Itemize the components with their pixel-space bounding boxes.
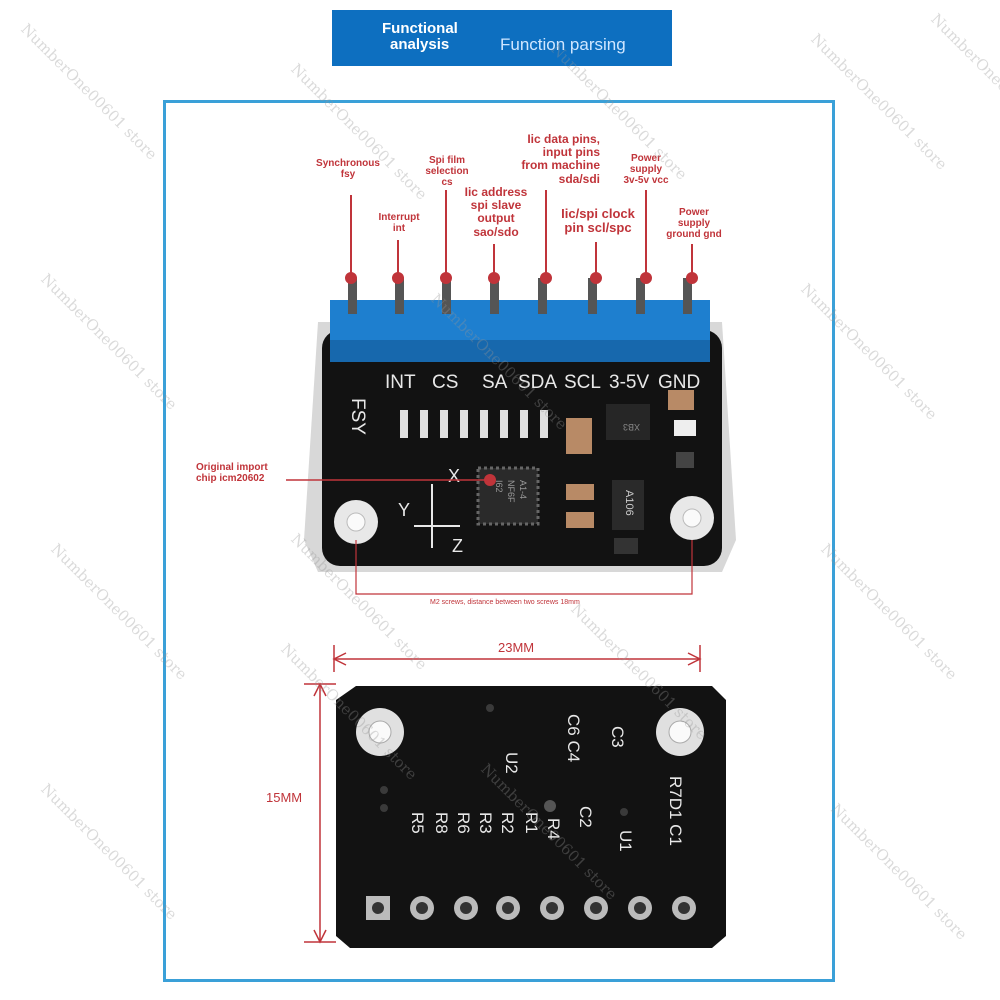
label-scl: Iic/spi clock pin scl/spc bbox=[561, 206, 635, 236]
header-title-line2: analysis bbox=[390, 36, 450, 53]
label-fsy: Synchronous fsy bbox=[316, 158, 380, 180]
dimension-arrows bbox=[304, 645, 702, 944]
screw-note: M2 screws, distance between two screws 1… bbox=[430, 599, 580, 606]
front-board: FSY INT CS SA SDA SCL 3-5V GND XB3 I62 N… bbox=[304, 278, 736, 572]
silk-gnd: GND bbox=[658, 372, 700, 393]
front-silkscreen: FSY INT CS SA SDA SCL 3-5V GND bbox=[347, 372, 700, 435]
svg-text:R4: R4 bbox=[544, 818, 563, 840]
label-sda: Iic data pins, input pins from machine s… bbox=[521, 132, 600, 186]
led bbox=[674, 420, 696, 436]
regulator-chip bbox=[606, 404, 650, 440]
svg-text:U1: U1 bbox=[616, 830, 635, 852]
svg-text:R5: R5 bbox=[408, 812, 427, 834]
label-int: Interrupt int bbox=[378, 212, 420, 234]
silk-int: INT bbox=[385, 372, 416, 393]
pin-leader-lines bbox=[286, 190, 698, 595]
pin-row bbox=[348, 278, 692, 314]
axis-z: Z bbox=[452, 536, 463, 556]
silk-sa: SA bbox=[482, 372, 508, 393]
svg-text:R8: R8 bbox=[432, 812, 451, 834]
header-title-line1: Functional bbox=[382, 20, 458, 37]
label-cs: Spi film selection cs bbox=[425, 155, 469, 188]
svg-text:R2: R2 bbox=[498, 812, 517, 834]
back-pins bbox=[366, 896, 696, 920]
label-vcc: Power supply 3v-5v vcc bbox=[623, 153, 669, 186]
svg-text:XB3: XB3 bbox=[623, 422, 640, 432]
axis-y: Y bbox=[398, 500, 410, 520]
label-gnd: Power supply ground gnd bbox=[666, 207, 722, 240]
back-board: C6 C4 C3 U2 R7D1 C1 R4 C2 U1 R5 R8 R6 R3… bbox=[336, 686, 726, 948]
header-subtitle: Function parsing bbox=[500, 35, 626, 54]
axis-marks: X Y Z bbox=[398, 466, 463, 556]
height-dimension: 15MM bbox=[266, 790, 303, 805]
svg-text:R1: R1 bbox=[522, 812, 541, 834]
silk-scl: SCL bbox=[564, 372, 601, 393]
svg-text:A106: A106 bbox=[623, 490, 635, 516]
svg-text:U2: U2 bbox=[502, 752, 521, 774]
label-chip: Original import chip icm20602 bbox=[196, 462, 268, 484]
silk-cs: CS bbox=[432, 372, 458, 393]
width-dimension: 23MM bbox=[498, 640, 535, 655]
silk-vcc: 3-5V bbox=[609, 372, 649, 393]
header-banner: Functional analysis Function parsing bbox=[332, 10, 672, 66]
svg-text:I62: I62 bbox=[494, 480, 504, 493]
svg-text:C6 C4: C6 C4 bbox=[564, 714, 583, 762]
capacitor bbox=[566, 418, 592, 454]
svg-text:C2: C2 bbox=[576, 806, 595, 828]
silk-fsy: FSY bbox=[347, 398, 368, 435]
back-silkscreen: C6 C4 C3 U2 R7D1 C1 R4 C2 U1 R5 R8 R6 R3… bbox=[408, 714, 685, 852]
svg-text:NF6F: NF6F bbox=[506, 480, 516, 503]
svg-text:R7D1 C1: R7D1 C1 bbox=[666, 776, 685, 846]
svg-text:A1-4: A1-4 bbox=[518, 480, 528, 499]
svg-text:R6: R6 bbox=[454, 812, 473, 834]
svg-text:R3: R3 bbox=[476, 812, 495, 834]
axis-x: X bbox=[448, 466, 460, 486]
svg-text:C3: C3 bbox=[608, 726, 627, 748]
label-sao: Iic address spi slave output sao/sdo bbox=[464, 185, 528, 239]
silk-sda: SDA bbox=[518, 372, 557, 393]
